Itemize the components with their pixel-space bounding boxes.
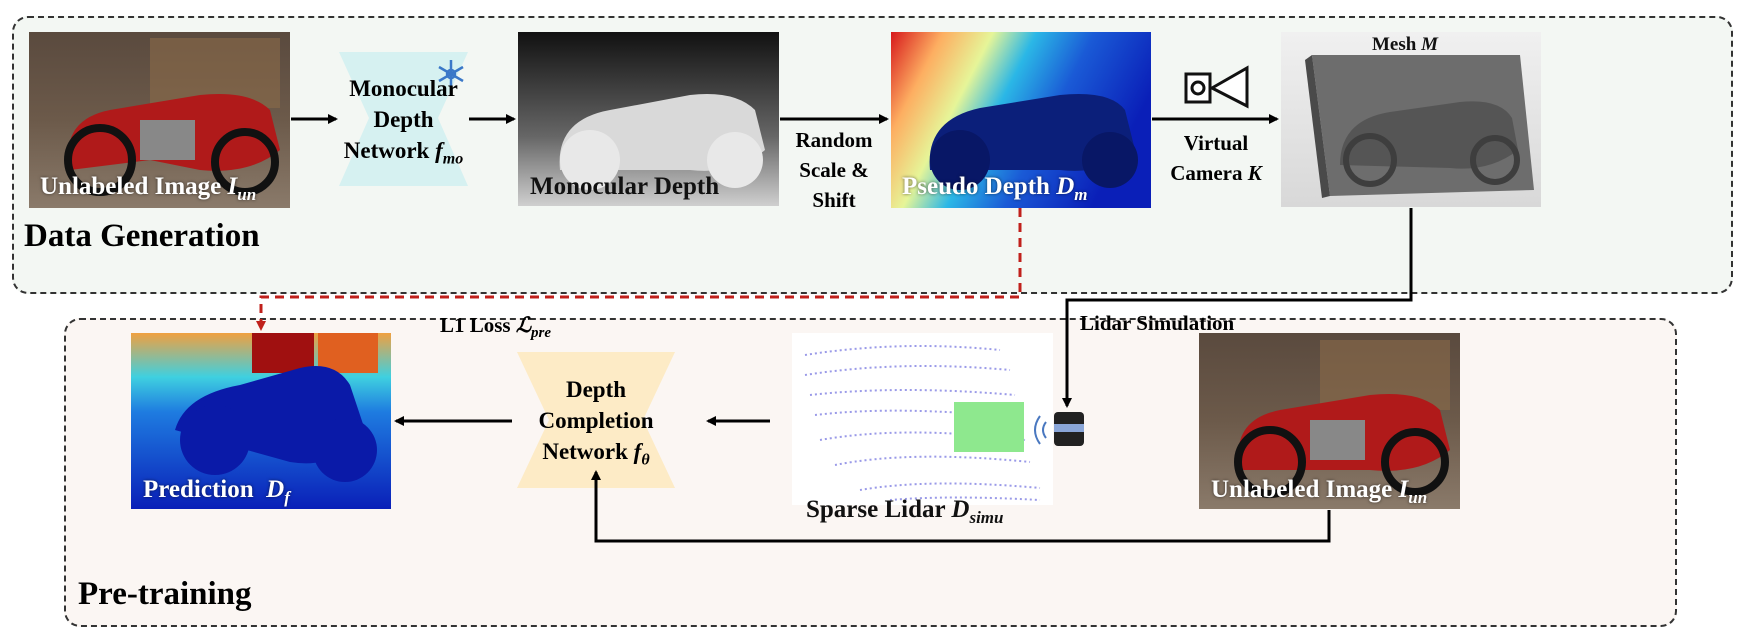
lidar-simulation-label: Lidar Simulation: [1080, 311, 1235, 335]
pseudo-depth-image: [891, 32, 1151, 208]
arrow-image-to-completion: [591, 470, 1331, 543]
completion-network-label: Depth Completion Network fθ: [538, 377, 654, 469]
prediction-label: Prediction Df: [143, 476, 290, 507]
unlabeled-image-top: [29, 32, 290, 208]
monocular-network-shape: [339, 52, 468, 186]
completion-network-shape: [517, 352, 675, 488]
unlabeled-image-bottom-label: Unlabeled Image Iun: [1211, 476, 1428, 507]
mesh-image: [1281, 32, 1541, 207]
monocular-depth-image: [518, 32, 779, 206]
sparse-lidar-image: [792, 333, 1053, 505]
pseudo-depth-label: Pseudo Depth Dm: [902, 173, 1088, 204]
snowflake-icon: [438, 60, 464, 88]
mesh-label: Mesh M: [1372, 34, 1438, 55]
sparse-lidar-label: Sparse Lidar Dsimu: [806, 496, 1004, 527]
lidar-sensor-icon: [1034, 412, 1084, 446]
monocular-network-label: Monocular Depth Network fmo: [343, 76, 464, 168]
unlabeled-image-bottom: [1199, 333, 1460, 509]
unlabeled-image-top-label: Unlabeled Image Iun: [40, 173, 257, 204]
monocular-depth-label: Monocular Depth: [530, 173, 720, 200]
camera-icon: [1184, 65, 1249, 109]
arrow-mesh-to-lidar: [1062, 208, 1413, 408]
random-scale-shift-label: Random Scale & Shift: [795, 128, 873, 212]
prediction-image: [131, 333, 391, 509]
pre-training-title: Pre-training: [78, 576, 252, 612]
data-generation-title: Data Generation: [24, 218, 260, 254]
virtual-camera-label: Virtual Camera K: [1170, 131, 1262, 185]
l1-loss-arrow: [256, 208, 1022, 331]
l1-loss-label: L1 Loss ℒpre: [440, 313, 551, 342]
